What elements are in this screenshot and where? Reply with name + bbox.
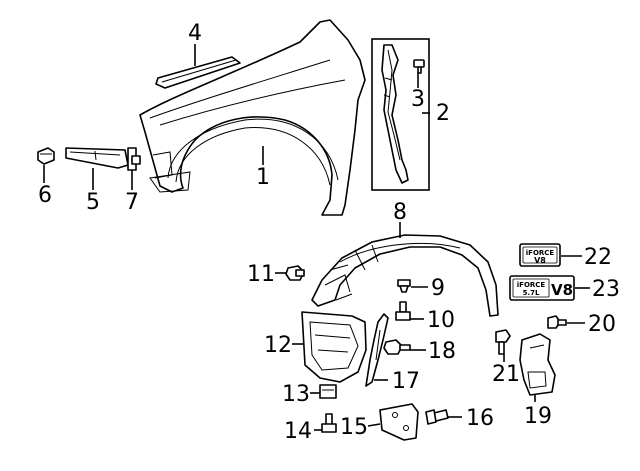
bolt-21: [495, 329, 511, 355]
screw-10: [395, 301, 411, 321]
callout-9: 9: [431, 276, 445, 301]
callout-6: 6: [38, 183, 52, 208]
callout-15: 15: [340, 415, 368, 440]
emblem-23-bottom-text: 5.7L: [523, 289, 540, 297]
callout-2: 2: [436, 101, 450, 126]
splash-shield-12: [301, 311, 367, 383]
callout-16: 16: [466, 406, 494, 431]
mud-flap-19: [519, 333, 556, 396]
callout-3: 3: [411, 87, 425, 112]
emblem-23-top-text: iFORCE: [517, 281, 546, 289]
callout-4: 4: [188, 21, 202, 46]
bolt-11: [285, 265, 305, 281]
bolt-6: [37, 147, 55, 165]
seal-inset-box: [371, 38, 430, 191]
bolt-16: [425, 409, 449, 425]
callout-5: 5: [86, 190, 100, 215]
bracket-7: [127, 147, 141, 171]
fender-upper-trim-strip: [155, 56, 241, 89]
callout-18: 18: [428, 339, 456, 364]
callout-19: 19: [524, 404, 552, 429]
fender-panel: [139, 19, 366, 216]
callout-17: 17: [392, 369, 420, 394]
leader-lines: [43, 44, 590, 431]
callout-labels: 4 2 3 1 6 5 7 8 11 9 10 12 18 17 13 14 1…: [38, 21, 620, 444]
callout-7: 7: [125, 190, 139, 215]
callout-22: 22: [584, 245, 612, 270]
bolt-18: [383, 339, 411, 355]
callout-8: 8: [393, 200, 407, 225]
bracket-5: [65, 147, 129, 169]
seal-strip-17: [365, 313, 389, 387]
fender-liner: [311, 234, 499, 317]
callout-12: 12: [264, 333, 292, 358]
emblem-22: iFORCE V8: [519, 243, 561, 267]
callout-21: 21: [492, 362, 520, 387]
callout-23: 23: [592, 277, 620, 302]
callout-20: 20: [588, 312, 616, 337]
emblem-22-top-text: iFORCE: [526, 249, 555, 257]
callout-13: 13: [282, 382, 310, 407]
stud-14: [321, 413, 337, 433]
bracket-15: [379, 403, 419, 441]
clip-13: [319, 384, 337, 399]
emblem-23: iFORCE 5.7L V8: [509, 275, 575, 301]
clip-3: [413, 59, 425, 74]
callout-14: 14: [284, 419, 312, 444]
clip-20: [547, 315, 567, 329]
clip-9: [397, 279, 411, 293]
emblem-22-bottom-text: V8: [534, 256, 546, 265]
callout-11: 11: [247, 262, 275, 287]
callout-1: 1: [256, 165, 270, 190]
emblem-23-v8-text: V8: [551, 281, 573, 299]
callout-10: 10: [427, 308, 455, 333]
